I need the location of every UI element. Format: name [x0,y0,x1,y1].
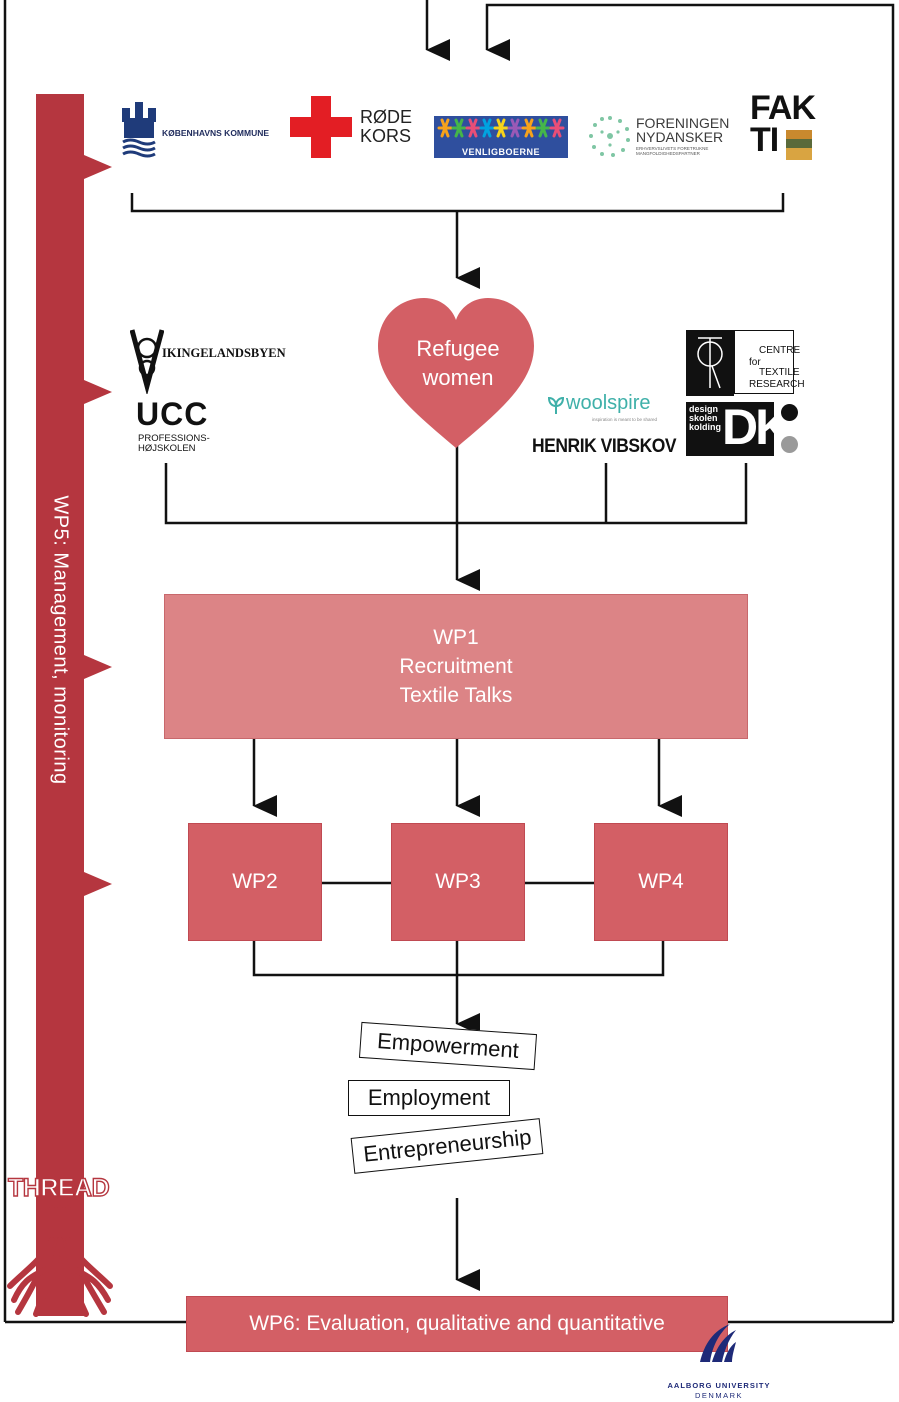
woolspire-text: woolspire [566,392,651,414]
wp6-box: WP6: Evaluation, qualitative and quantit… [186,1296,728,1352]
wp1-textile-talks: Textile Talks [399,684,513,707]
aau-text: AALBORG UNIVERSITY DENMARK [655,1381,783,1401]
vikingelandsbyen-v-icon [130,329,164,394]
bar-arrow-4 [84,872,112,896]
aau-name: AALBORG UNIVERSITY [667,1381,771,1390]
kobenhavn-crest-icon [122,102,156,158]
heart-label: Refugee women [396,334,520,392]
dk-logo-text: DK [722,399,791,455]
woolspire-sprout-icon [548,396,564,414]
aau-logo-icon [700,1324,736,1362]
ucc-subtitle: PROFESSIONS- HØJSKOLEN [138,434,210,454]
outcome-employment: Employment [348,1080,510,1116]
wp3-box: WP3 [391,823,525,941]
fakti-line-2: TI [750,121,779,159]
design-skolen-line-2: skolen [689,413,718,423]
venligboerne-logo: VENLIGBOERNE [434,116,568,158]
heart-label-line-1: Refugee [416,336,500,361]
wp1-box: WP1 Recruitment Textile Talks [164,594,748,739]
ucc-logo-text: UCC [136,396,209,432]
ctr-line-2: for [749,357,761,368]
venligboerne-figures-icon [437,118,565,138]
nydansker-line-2: NYDANSKER [636,129,724,145]
bar-arrow-1 [84,155,112,179]
ctr-line-1: CENTRE [759,345,801,356]
ctr-line-4: RESEARCH [749,379,805,390]
ucc-subtitle-1: PROFESSIONS- [138,433,210,444]
management-bar [36,94,84,1316]
rode-kors-line-2: KORS [360,126,412,146]
rode-kors-line-1: RØDE [360,107,413,127]
design-skolen-line-1: design [689,404,719,414]
dk-dot-top [781,404,798,421]
nydansker-dots-icon [589,116,630,157]
wp4-label: WP4 [638,870,684,893]
thread-logo-text: THREAD [7,1173,110,1202]
fakti-logo-text: FAK TI [750,89,816,159]
woolspire-tagline: inspiration is meant to be shared [592,417,658,422]
ctr-logo-mark [686,330,734,396]
design-skolen-mark [686,402,774,456]
bar-arrow-2 [84,380,112,404]
wp2-label: WP2 [232,870,278,893]
fakti-line-1: FAK [750,89,816,127]
nydansker-tagline: ERHVERVSLIVETS FORETRUKNE MANGFOLDIGHEDS… [636,146,708,156]
nydansker-text: FORENINGEN NYDANSKER [636,116,729,144]
heart-label-line-2: women [422,365,494,390]
loop-right-line [485,3,895,1322]
wp1-title: WP1 [433,626,479,649]
venligboerne-text: VENLIGBOERNE [461,147,540,157]
aau-country: DENMARK [694,1391,743,1400]
wp3-label: WP3 [435,870,481,893]
heart-icon [378,298,534,448]
nydansker-tagline-1: ERHVERVSLIVETS FORETRUKNE [636,146,709,151]
vikingelandsbyen-text: IKINGELANDSBYEN [162,346,286,360]
wp6-label: WP6: Evaluation, qualitative and quantit… [249,1312,665,1335]
wp4-box: WP4 [594,823,728,941]
design-skolen-line-3: kolding [689,422,721,432]
red-cross-icon [290,96,352,158]
dk-dot-bottom [781,436,798,453]
ctr-line-3: TEXTILE [759,367,800,378]
henrik-vibskov-text: HENRIK VIBSKOV [532,436,677,457]
ctr-text-box: CENTRE for TEXTILE RESEARCH [734,330,805,394]
nydansker-tagline-2: MANGFOLDIGHEDSPARTNER [636,151,700,156]
kobenhavn-logo-text: KØBENHAVNS KOMMUNE [162,128,270,138]
thread-roots-icon [7,1205,113,1317]
bar-arrow-3 [84,655,112,679]
wp-bracket [252,940,665,977]
design-skolen-text: design skolen kolding [689,405,721,432]
ctr-symbol-icon [697,337,723,389]
management-label: WP5: Management, monitoring [49,495,72,785]
rode-kors-text: RØDE KORS [360,108,412,146]
top-bracket [130,193,785,213]
fakti-image [786,130,812,160]
wp1-recruitment: Recruitment [399,655,513,678]
wp2-box: WP2 [188,823,322,941]
ucc-subtitle-2: HØJSKOLEN [138,443,196,454]
nydansker-line-1: FORENINGEN [636,115,730,131]
